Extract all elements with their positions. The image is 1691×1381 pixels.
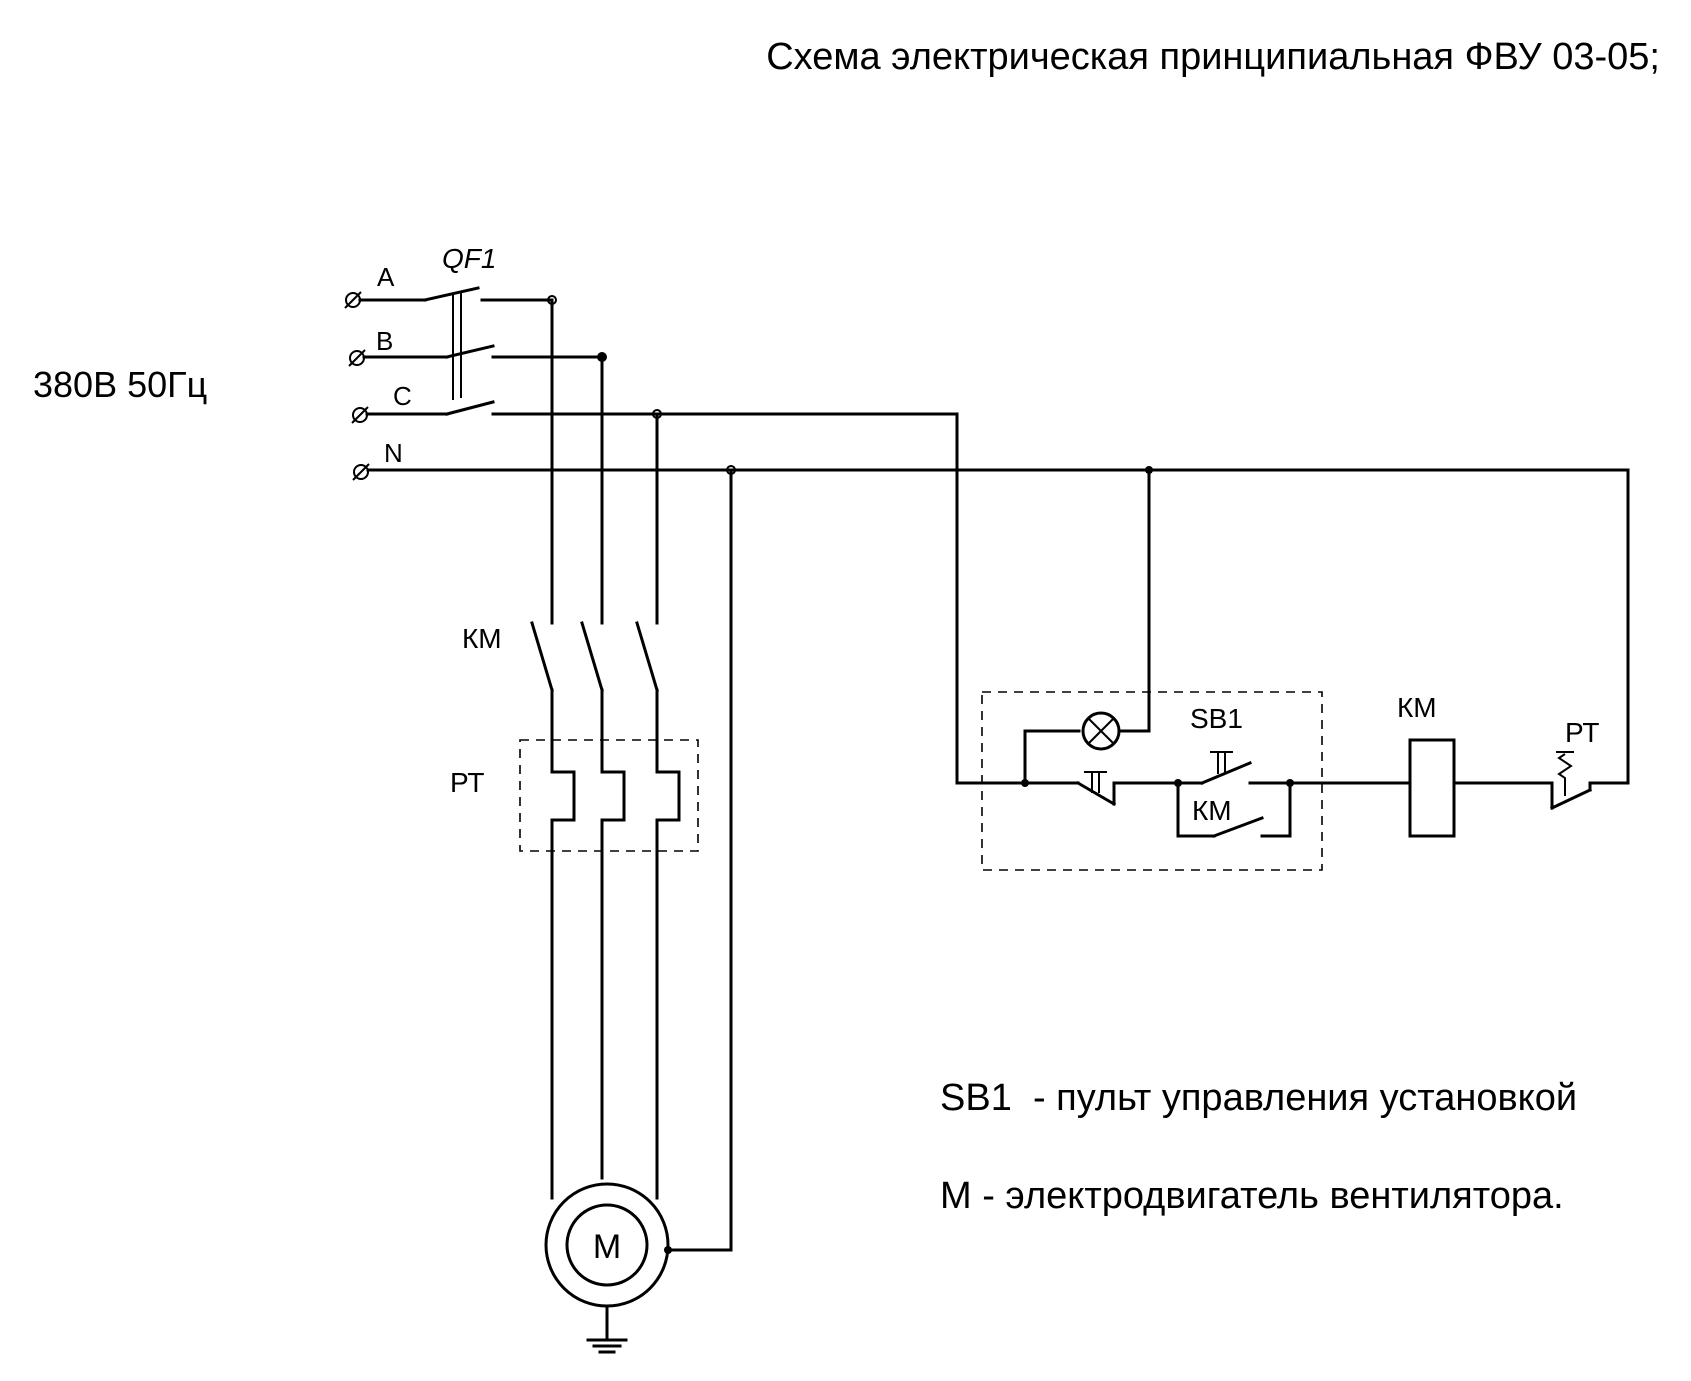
ground-icon (586, 1304, 628, 1354)
supply-label: 380В 50Гц (33, 364, 207, 405)
aux-contact-label: КМ (1192, 795, 1232, 826)
breaker-qf1 (358, 286, 959, 416)
coil-label: КМ (1397, 692, 1437, 723)
start-button-icon (1210, 751, 1233, 774)
lamp-icon (1081, 711, 1121, 751)
phase-label-n: N (384, 438, 403, 468)
thermal-relay-label: РТ (450, 767, 485, 798)
terminal-n (352, 463, 370, 481)
rt-contact-label: РТ (1565, 717, 1600, 748)
contactor-label: КМ (462, 623, 502, 654)
motor-label: М (593, 1228, 621, 1266)
legend-sb1: SB1 - пульт управления установкой (940, 1077, 1577, 1119)
motor: М (544, 468, 733, 1308)
thermal-contact-icon (1550, 751, 1592, 810)
legend-motor: М - электродвигатель вентилятора. (940, 1175, 1564, 1217)
sb1-label: SB1 (1190, 703, 1243, 734)
phase-label-c: C (393, 381, 412, 411)
control-circuit: SB1 КМ КМ РТ (955, 412, 1630, 871)
breaker-label: QF1 (442, 243, 496, 274)
phase-label-a: A (377, 262, 395, 292)
stop-button-icon (1084, 771, 1107, 793)
contactor-coil (1408, 738, 1456, 838)
thermal-relay-elements (550, 738, 681, 853)
contactor-km (530, 621, 659, 742)
diagram-title: Схема электрическая принципиальная ФВУ 0… (766, 36, 1660, 78)
control-panel-box (981, 691, 1323, 871)
phase-label-b: B (376, 326, 393, 356)
thermal-relay-box (519, 739, 699, 852)
